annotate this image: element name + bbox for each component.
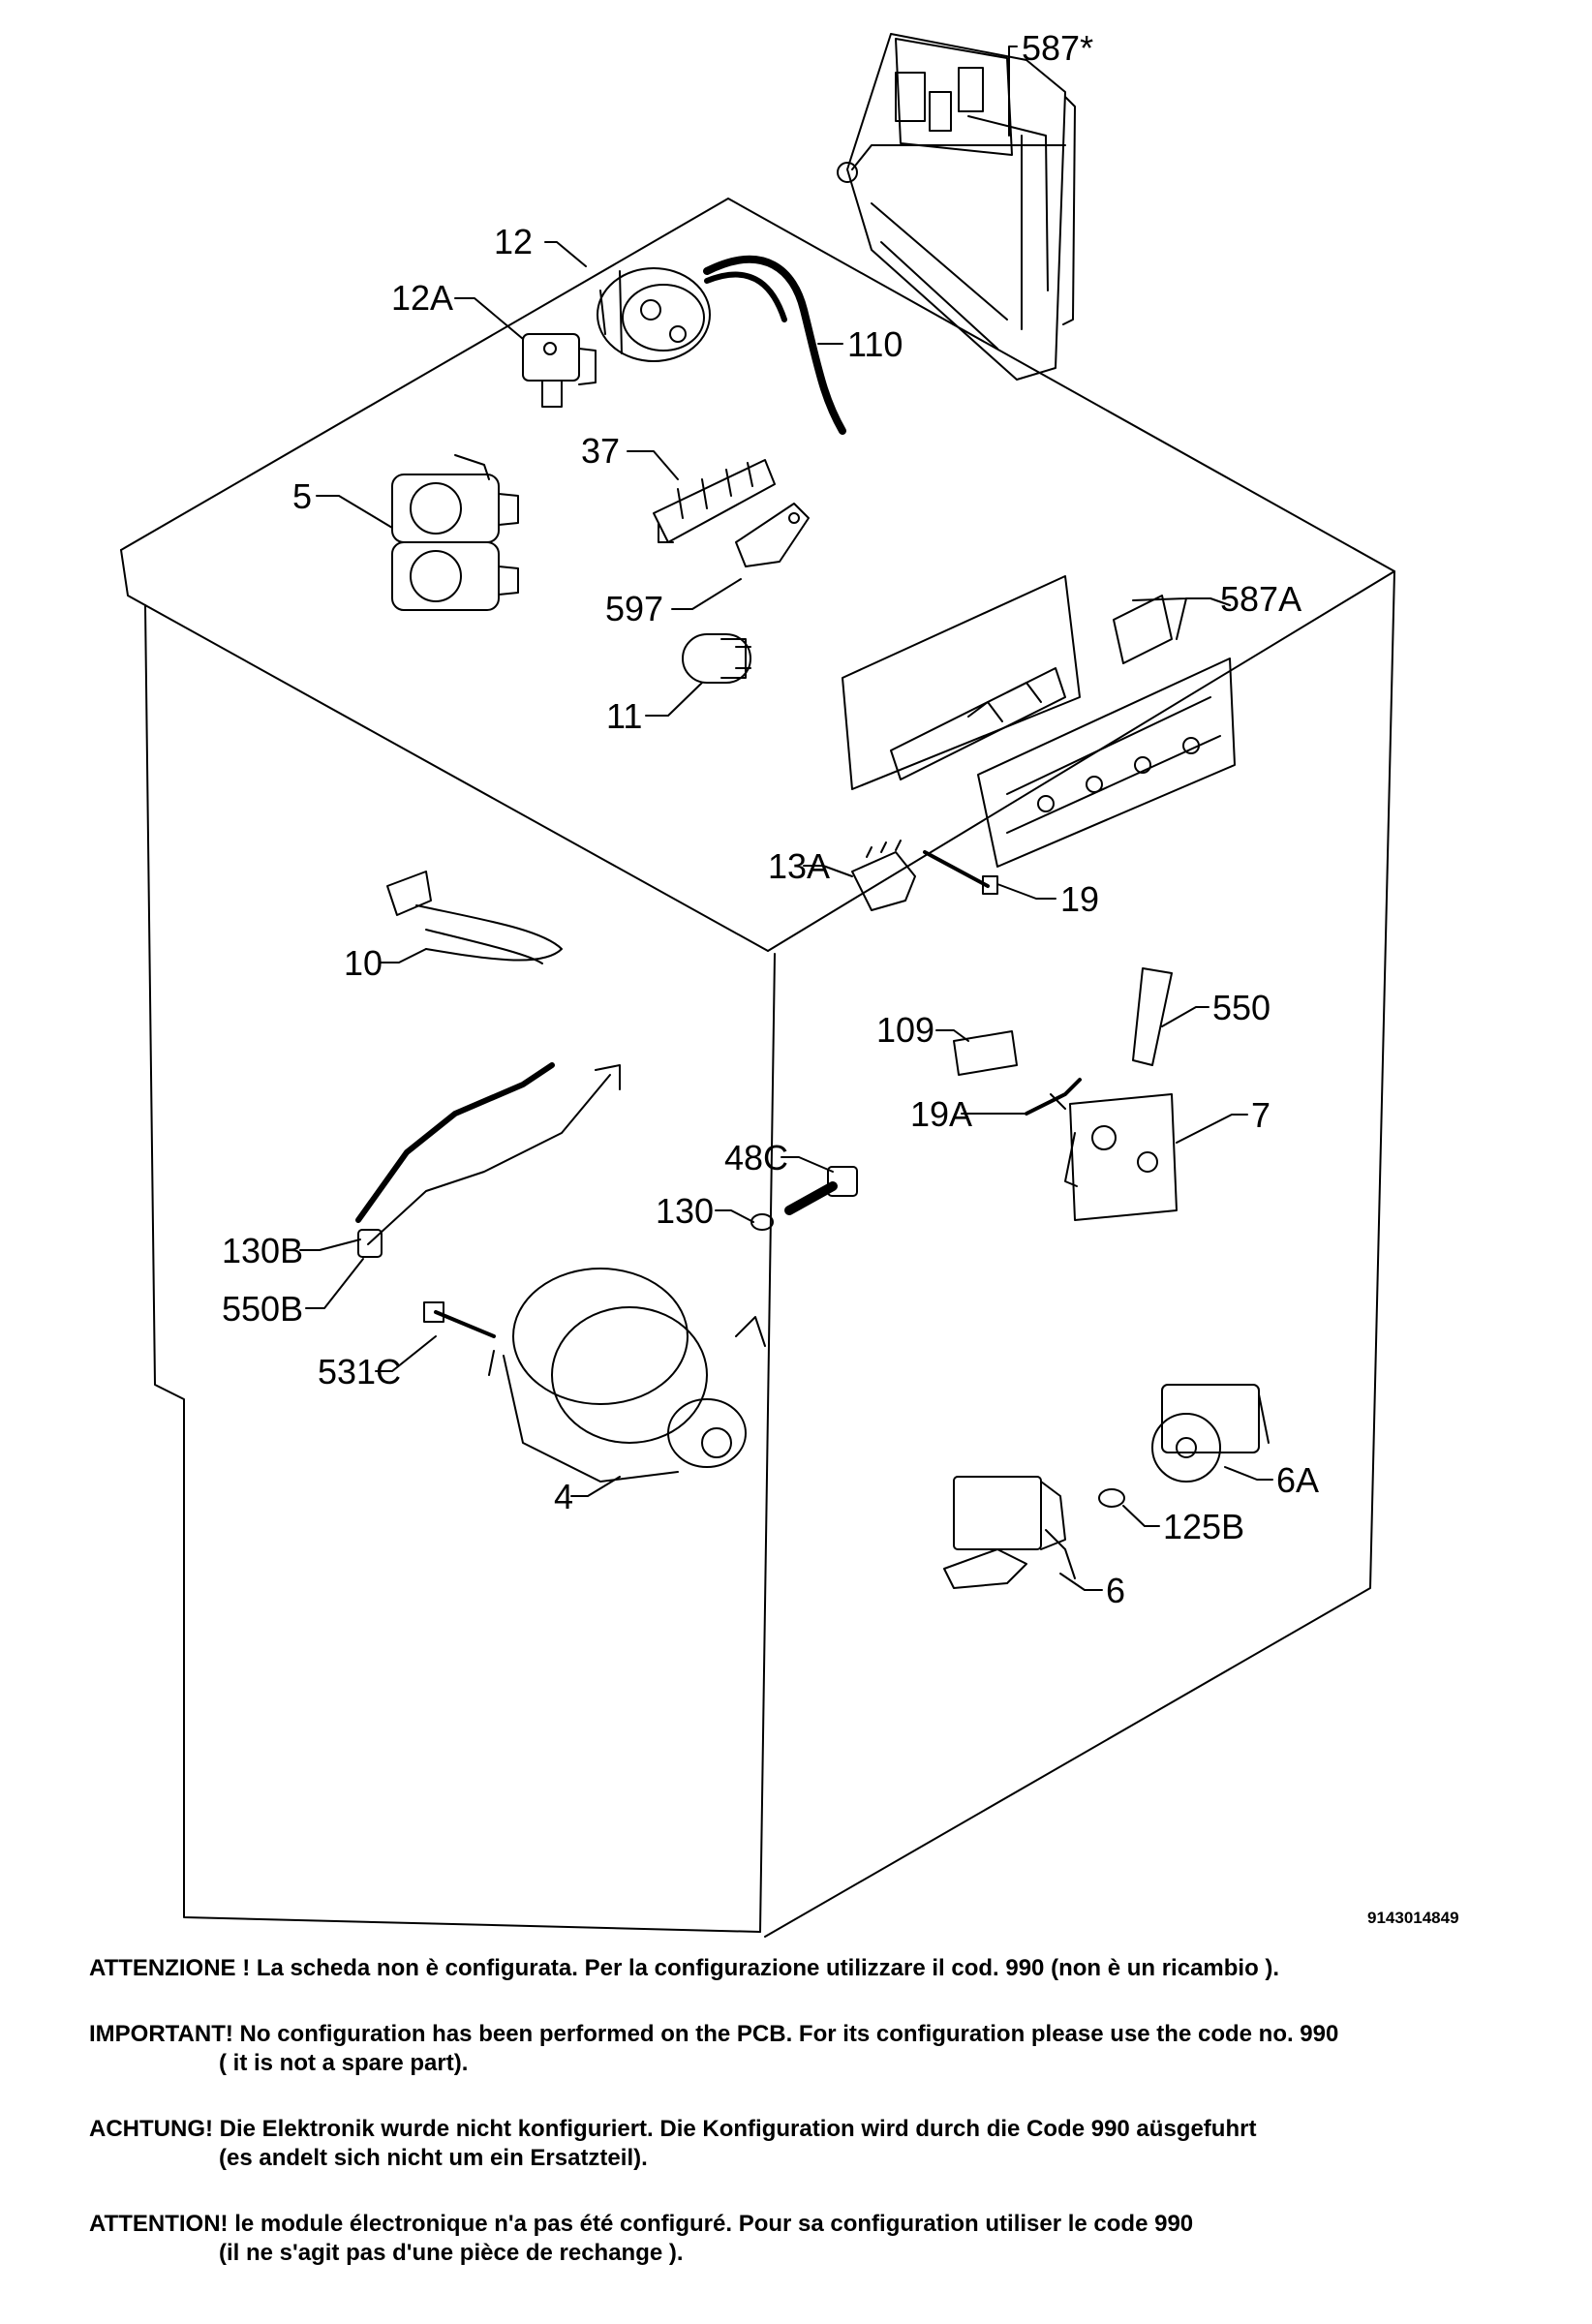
screw-part xyxy=(423,1301,496,1338)
note-german-continuation: (es andelt sich nicht um ein Ersatzteil)… xyxy=(219,2145,648,2171)
pump-motor-part xyxy=(1151,1384,1270,1483)
label-597: 597 xyxy=(605,589,663,628)
label-125b: 125B xyxy=(1163,1507,1244,1546)
label-11: 11 xyxy=(606,696,642,736)
label-5: 5 xyxy=(292,476,312,516)
pressure-switch-part xyxy=(597,267,787,362)
label-587-star: 587* xyxy=(1022,28,1093,68)
label-550b: 550B xyxy=(222,1289,303,1329)
control-panel-part xyxy=(842,575,1236,868)
label-10: 10 xyxy=(344,943,383,983)
bolt-part xyxy=(784,1166,858,1215)
capacitor-part xyxy=(682,633,751,684)
label-130: 130 xyxy=(656,1191,714,1231)
diagram-reference-number: 9143014849 xyxy=(1367,1909,1459,1927)
pcb-module-part xyxy=(837,33,1076,381)
washer-part xyxy=(750,1213,774,1231)
note-english: IMPORTANT! No configuration has been per… xyxy=(89,2020,1522,2078)
drain-pump-part xyxy=(943,1476,1076,1589)
connector-part xyxy=(851,840,916,911)
label-6a: 6A xyxy=(1276,1460,1319,1500)
label-109: 109 xyxy=(876,1010,934,1050)
label-587a: 587A xyxy=(1220,579,1301,619)
label-48c: 48C xyxy=(724,1138,788,1177)
heating-element-part xyxy=(386,871,563,964)
wire-sensor-part xyxy=(1025,1078,1082,1116)
leader-lines xyxy=(299,46,1273,1591)
label-531c: 531C xyxy=(318,1352,401,1391)
note-french-continuation: (il ne s'agit pas d'une pièce de rechang… xyxy=(219,2240,684,2266)
pressure-switch-small-part xyxy=(522,333,597,408)
note-italian-text: ATTENZIONE ! La scheda non è configurata… xyxy=(89,1955,1280,1981)
door-lock-part xyxy=(1064,967,1178,1221)
note-english-text: IMPORTANT! No configuration has been per… xyxy=(89,2021,1339,2047)
seal-ring-part xyxy=(1098,1488,1125,1508)
part-labels: 587* 12 12A 110 37 5 597 587A 11 13A 19 … xyxy=(222,28,1459,1927)
note-italian: ATTENZIONE ! La scheda non è configurata… xyxy=(89,1954,1522,1983)
hose-part xyxy=(703,255,846,435)
small-cover-part xyxy=(953,1030,1018,1076)
label-4: 4 xyxy=(554,1477,573,1516)
label-110: 110 xyxy=(847,324,903,364)
note-english-continuation: ( it is not a spare part). xyxy=(219,2050,469,2076)
label-7: 7 xyxy=(1251,1095,1271,1135)
label-13a: 13A xyxy=(768,846,830,886)
note-german: ACHTUNG! Die Elektronik wurde nicht konf… xyxy=(89,2115,1522,2173)
note-french-text: ATTENTION! le module électronique n'a pa… xyxy=(89,2211,1194,2237)
bracket-part xyxy=(735,503,810,567)
cabinet-outline xyxy=(120,198,1395,1938)
label-12: 12 xyxy=(494,222,533,261)
label-6: 6 xyxy=(1106,1571,1125,1610)
label-19: 19 xyxy=(1060,879,1099,919)
label-37: 37 xyxy=(581,431,620,471)
label-550: 550 xyxy=(1212,988,1271,1027)
label-19a: 19A xyxy=(910,1094,972,1134)
label-130b: 130B xyxy=(222,1231,303,1270)
note-french: ATTENTION! le module électronique n'a pa… xyxy=(89,2210,1522,2268)
terminal-block-part xyxy=(653,459,776,543)
configuration-notes: ATTENZIONE ! La scheda non è configurata… xyxy=(89,1954,1522,2305)
temperature-sensor-part xyxy=(923,850,998,895)
note-german-text: ACHTUNG! Die Elektronik wurde nicht konf… xyxy=(89,2116,1257,2142)
belt-part xyxy=(355,1062,621,1258)
exploded-parts-diagram: 587* 12 12A 110 37 5 597 587A 11 13A 19 … xyxy=(120,28,1459,1938)
label-12a: 12A xyxy=(391,278,453,318)
inlet-valve-part xyxy=(391,454,519,611)
motor-part xyxy=(488,1268,766,1483)
